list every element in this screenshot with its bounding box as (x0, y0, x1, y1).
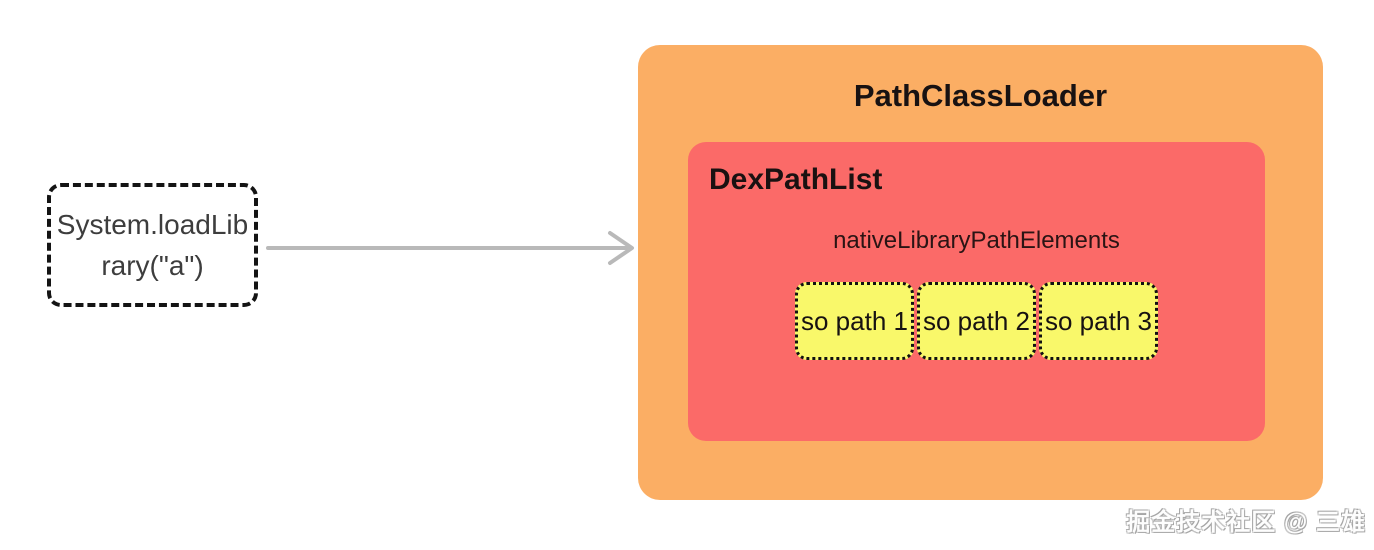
source-box-line-1: System.loadLib (56, 209, 249, 240)
pathclassloader-title: PathClassLoader (853, 78, 1108, 113)
watermark-text: 掘金技术社区 @ 三雄 (1126, 509, 1366, 536)
pathclassloader-container: PathClassLoader DexPathList nativeLibrar… (638, 45, 1323, 500)
so-path-item-1: so path 1 (795, 282, 914, 360)
so-path-row: so path 1 so path 2 so path 3 (688, 282, 1265, 360)
source-box-line-2: rary("a") (101, 250, 204, 281)
so-path-item-2: so path 2 (917, 282, 1036, 360)
dexpathlist-container: DexPathList nativeLibraryPathElements so… (688, 142, 1265, 441)
so-path-item-3: so path 3 (1039, 282, 1158, 360)
arrow-right-icon (266, 231, 634, 265)
native-library-path-elements-label: nativeLibraryPathElements (833, 227, 1120, 254)
system-loadlibrary-box: System.loadLib rary("a") (47, 183, 258, 307)
dexpathlist-title: DexPathList (709, 163, 883, 196)
